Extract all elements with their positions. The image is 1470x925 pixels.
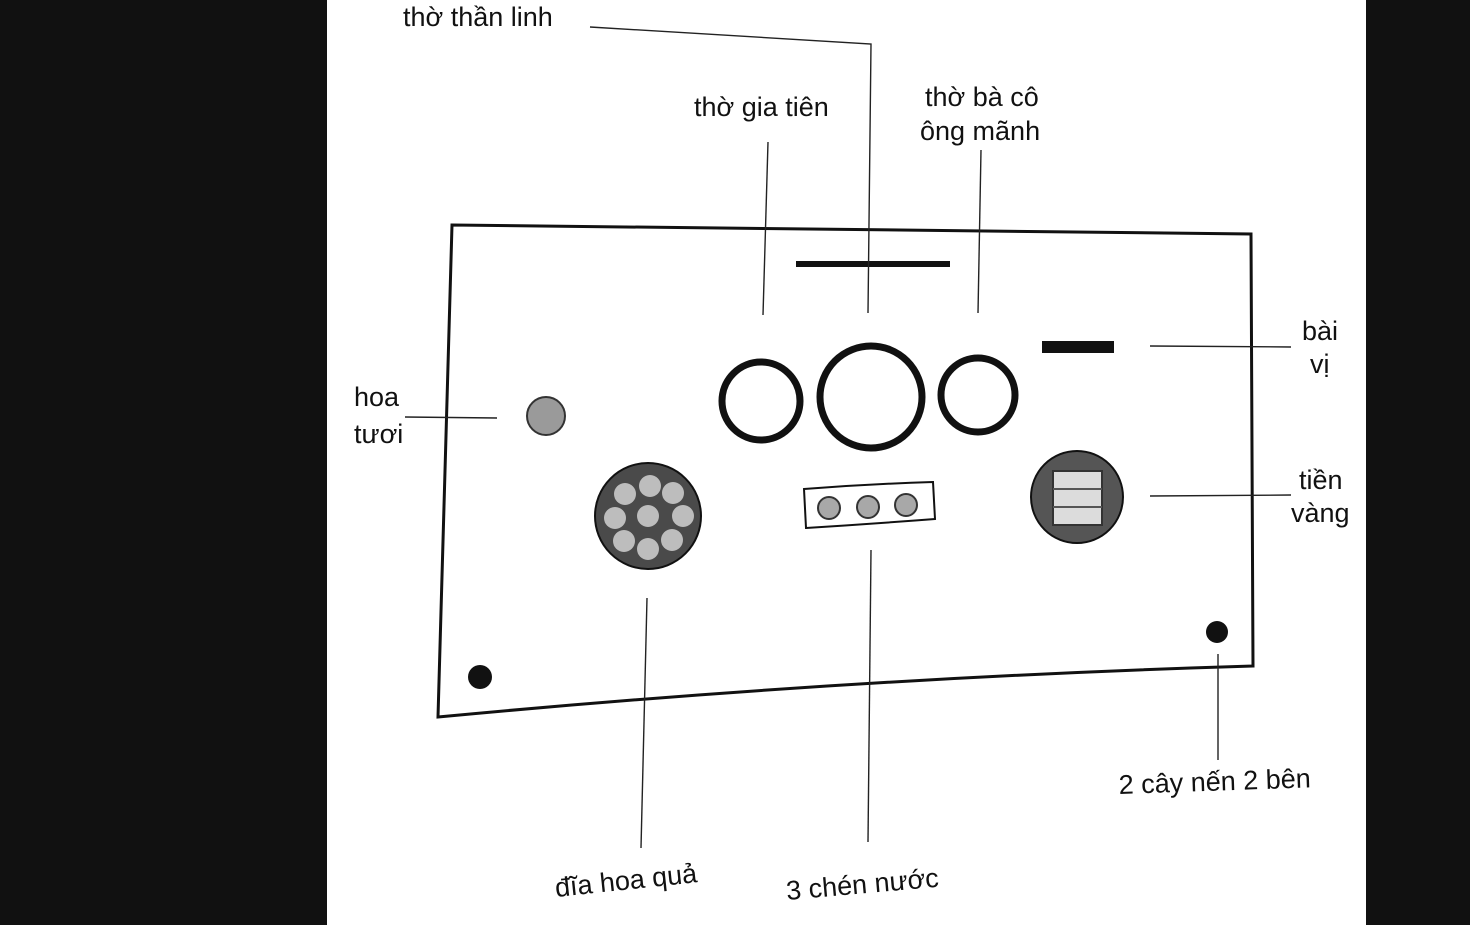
label-bai-vi-line1: bài — [1302, 316, 1338, 346]
water-cup — [817, 496, 841, 520]
fruit-item — [661, 529, 683, 551]
leader-than-linh — [589, 26, 872, 314]
candle-right — [1206, 621, 1228, 643]
leader-tien-vang — [1149, 494, 1292, 497]
label-bai-vi-line2: vị — [1310, 349, 1330, 379]
altar-table — [436, 223, 1255, 719]
bowl-gia-tien — [718, 358, 804, 444]
fruit-item — [614, 483, 636, 505]
fruit-item — [639, 475, 661, 497]
bowl-than-linh — [816, 342, 926, 452]
label-tien-vang-line1: tiền — [1299, 465, 1343, 495]
leader-chen-nuoc — [867, 549, 872, 843]
leader-hoa-tuoi — [404, 416, 498, 419]
fruit-plate — [594, 462, 702, 570]
leader-ba-co — [977, 149, 982, 314]
label-tien-vang-line2: vàng — [1291, 498, 1350, 528]
bowl-ba-co — [937, 354, 1019, 436]
top-bar — [796, 261, 950, 267]
fruit-item — [672, 505, 694, 527]
gold-paper-stack — [1052, 470, 1103, 526]
water-cup — [856, 495, 880, 519]
fruit-item — [637, 538, 659, 560]
bai-vi-tablet — [1042, 341, 1114, 353]
water-cups-tray — [802, 480, 937, 530]
candle-left — [468, 665, 492, 689]
leader-gia-tien — [762, 141, 769, 316]
fruit-item — [604, 507, 626, 529]
leader-dia-hoa-qua — [640, 597, 648, 849]
water-cup — [894, 493, 918, 517]
label-nen: 2 cây nến 2 bên — [1118, 763, 1311, 800]
label-ba-co-line1: thờ bà cô — [925, 82, 1039, 112]
label-than-linh: thờ thần linh — [403, 2, 553, 32]
leader-bai-vi — [1149, 345, 1292, 348]
fruit-item — [637, 505, 659, 527]
label-ba-co-line2: ông mãnh — [920, 116, 1040, 146]
paper-sheet — [327, 0, 1366, 925]
fruit-item — [613, 530, 635, 552]
label-hoa-tuoi-line2: tươi — [354, 419, 403, 449]
gold-paper-plate — [1030, 450, 1124, 544]
label-gia-tien: thờ gia tiên — [694, 92, 829, 122]
label-hoa-tuoi-line1: hoa — [354, 382, 400, 412]
fruit-item — [662, 482, 684, 504]
flower-vase — [526, 396, 566, 436]
